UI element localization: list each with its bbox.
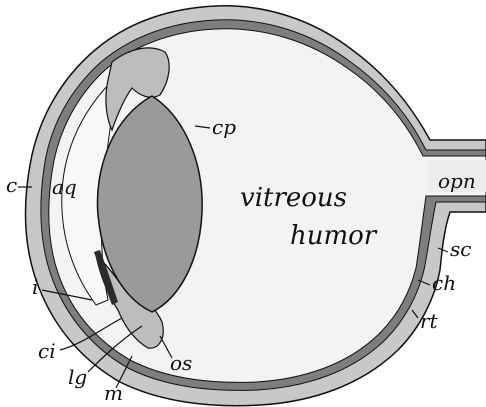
label-ci: ci <box>38 339 56 363</box>
label-opn: opn <box>438 169 476 193</box>
label-m: m <box>104 381 123 405</box>
label-ch: ch <box>432 271 456 295</box>
label-sc: sc <box>450 237 471 261</box>
label-rt: rt <box>420 309 439 333</box>
label-i: i <box>32 275 38 299</box>
label-os: os <box>170 351 192 375</box>
label-vitreous: vitreous <box>240 183 347 213</box>
label-c: c <box>6 173 17 197</box>
label-cp: cp <box>212 115 236 139</box>
label-aq: aq <box>52 175 77 199</box>
label-lg: lg <box>68 365 87 389</box>
label-humor: humor <box>290 221 378 251</box>
